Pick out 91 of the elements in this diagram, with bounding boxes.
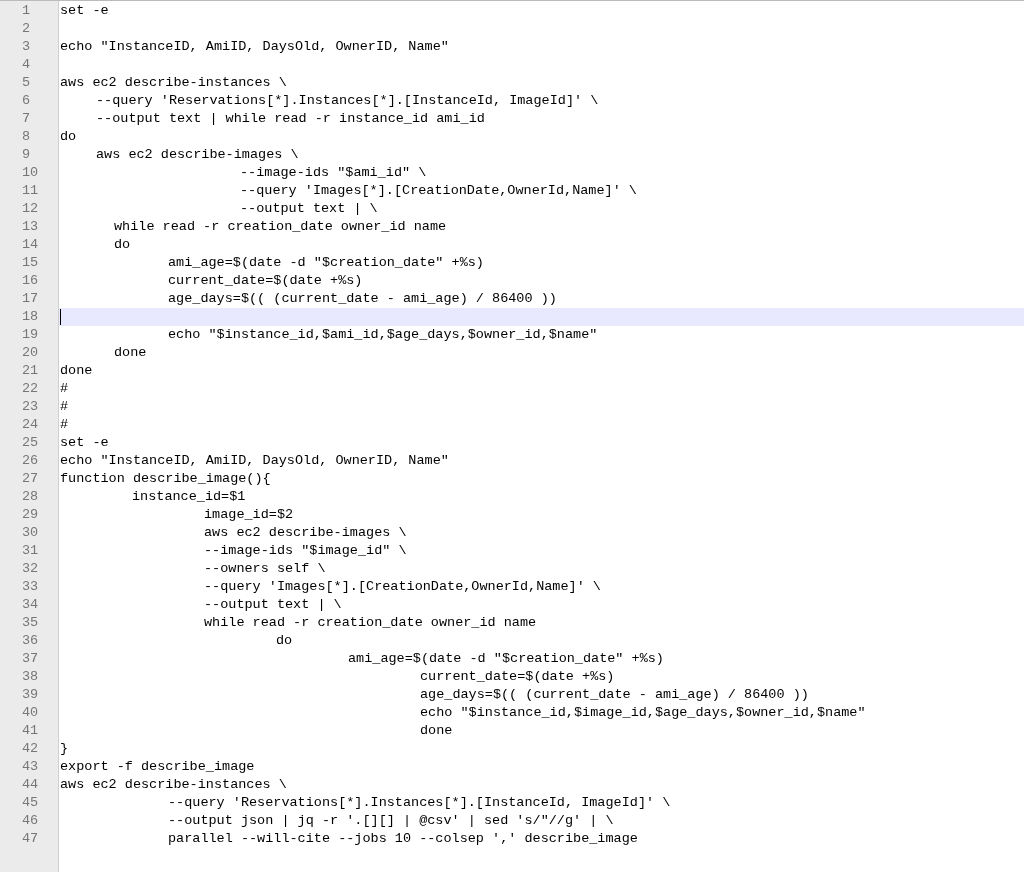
line-number: 8 — [22, 128, 31, 146]
line-number: 13 — [22, 218, 39, 236]
code-line: # — [60, 380, 69, 398]
code-line: age_days=$(( (current_date - ami_age) / 86400 )) — [168, 290, 557, 308]
code-line: while read -r creation_date owner_id name — [204, 614, 537, 632]
code-line: --query 'Reservations[*].Instances[*].[InstanceId, ImageId]' \ — [168, 794, 671, 812]
line-number: 24 — [22, 416, 39, 434]
line-number: 2 — [22, 20, 31, 38]
line-number: 11 — [22, 182, 39, 200]
code-line: age_days=$(( (current_date - ami_age) / 86400 )) — [420, 686, 809, 704]
line-number: 4 — [22, 56, 31, 74]
code-line: aws ec2 describe-instances \ — [60, 776, 287, 794]
code-line: done — [420, 722, 453, 740]
code-line: --image-ids "$ami_id" \ — [240, 164, 427, 182]
code-line: done — [114, 344, 147, 362]
line-number: 35 — [22, 614, 39, 632]
code-line: aws ec2 describe-images \ — [204, 524, 407, 542]
line-number: 25 — [22, 434, 39, 452]
code-line: function describe_image(){ — [60, 470, 271, 488]
line-number: 31 — [22, 542, 39, 560]
line-number: 5 — [22, 74, 31, 92]
line-number: 23 — [22, 398, 39, 416]
line-number: 32 — [22, 560, 39, 578]
code-line: --output text | \ — [240, 200, 378, 218]
line-number: 45 — [22, 794, 39, 812]
code-line: --output json | jq -r '.[][] | @csv' | sed 's/"//g' | \ — [168, 812, 614, 830]
line-number: 10 — [22, 164, 39, 182]
line-number: 42 — [22, 740, 39, 758]
code-line: echo "InstanceID, AmiID, DaysOld, OwnerID, Name" — [60, 452, 449, 470]
line-number: 30 — [22, 524, 39, 542]
line-number: 37 — [22, 650, 39, 668]
code-line: --owners self \ — [204, 560, 326, 578]
code-line: parallel --will-cite --jobs 10 --colsep ',' describe_image — [168, 830, 638, 848]
line-number: 17 — [22, 290, 39, 308]
code-line: echo "InstanceID, AmiID, DaysOld, OwnerID, Name" — [60, 38, 449, 56]
code-line: set -e — [60, 434, 109, 452]
code-line: # — [60, 398, 69, 416]
line-number: 22 — [22, 380, 39, 398]
code-line: --query 'Images[*].[CreationDate,OwnerId,Name]' \ — [204, 578, 601, 596]
code-line: image_id=$2 — [204, 506, 294, 524]
line-number: 47 — [22, 830, 39, 848]
code-line: current_date=$(date +%s) — [420, 668, 615, 686]
line-number: 46 — [22, 812, 39, 830]
code-line: ami_age=$(date -d "$creation_date" +%s) — [348, 650, 664, 668]
code-line: # — [60, 416, 69, 434]
code-line: echo "$instance_id,$ami_id,$age_days,$owner_id,$name" — [168, 326, 598, 344]
line-number: 1 — [22, 2, 31, 20]
code-line: export -f describe_image — [60, 758, 255, 776]
line-number: 36 — [22, 632, 39, 650]
code-line: echo "$instance_id,$image_id,$age_days,$owner_id,$name" — [420, 704, 866, 722]
line-number: 29 — [22, 506, 39, 524]
code-line: --output text | while read -r instance_id ami_id — [96, 110, 485, 128]
line-number: 28 — [22, 488, 39, 506]
line-number: 16 — [22, 272, 39, 290]
line-number: 14 — [22, 236, 39, 254]
line-number: 21 — [22, 362, 39, 380]
line-number: 15 — [22, 254, 39, 272]
line-number: 34 — [22, 596, 39, 614]
line-number: 6 — [22, 92, 31, 110]
code-line: --output text | \ — [204, 596, 342, 614]
line-number: 43 — [22, 758, 39, 776]
code-line: current_date=$(date +%s) — [168, 272, 363, 290]
code-line: set -e — [60, 2, 109, 20]
code-line: --query 'Images[*].[CreationDate,OwnerId,Name]' \ — [240, 182, 637, 200]
line-number: 7 — [22, 110, 31, 128]
code-line: --query 'Reservations[*].Instances[*].[InstanceId, ImageId]' \ — [96, 92, 599, 110]
line-number: 40 — [22, 704, 39, 722]
line-number: 3 — [22, 38, 31, 56]
code-line: aws ec2 describe-images \ — [96, 146, 299, 164]
code-line: instance_id=$1 — [132, 488, 246, 506]
line-number: 33 — [22, 578, 39, 596]
line-number: 44 — [22, 776, 39, 794]
line-number: 20 — [22, 344, 39, 362]
line-number: 19 — [22, 326, 39, 344]
code-line: --image-ids "$image_id" \ — [204, 542, 407, 560]
line-number: 27 — [22, 470, 39, 488]
line-number: 12 — [22, 200, 39, 218]
code-line: do — [276, 632, 293, 650]
code-line: aws ec2 describe-instances \ — [60, 74, 287, 92]
line-number: 39 — [22, 686, 39, 704]
line-number: 26 — [22, 452, 39, 470]
code-line: ami_age=$(date -d "$creation_date" +%s) — [168, 254, 484, 272]
code-line: do — [60, 128, 77, 146]
line-number: 38 — [22, 668, 39, 686]
code-line: while read -r creation_date owner_id name — [114, 218, 447, 236]
line-number: 18 — [22, 308, 39, 326]
line-number: 41 — [22, 722, 39, 740]
code-line: } — [60, 740, 69, 758]
line-number: 9 — [22, 146, 31, 164]
code-line: done — [60, 362, 93, 380]
code-line: do — [114, 236, 131, 254]
